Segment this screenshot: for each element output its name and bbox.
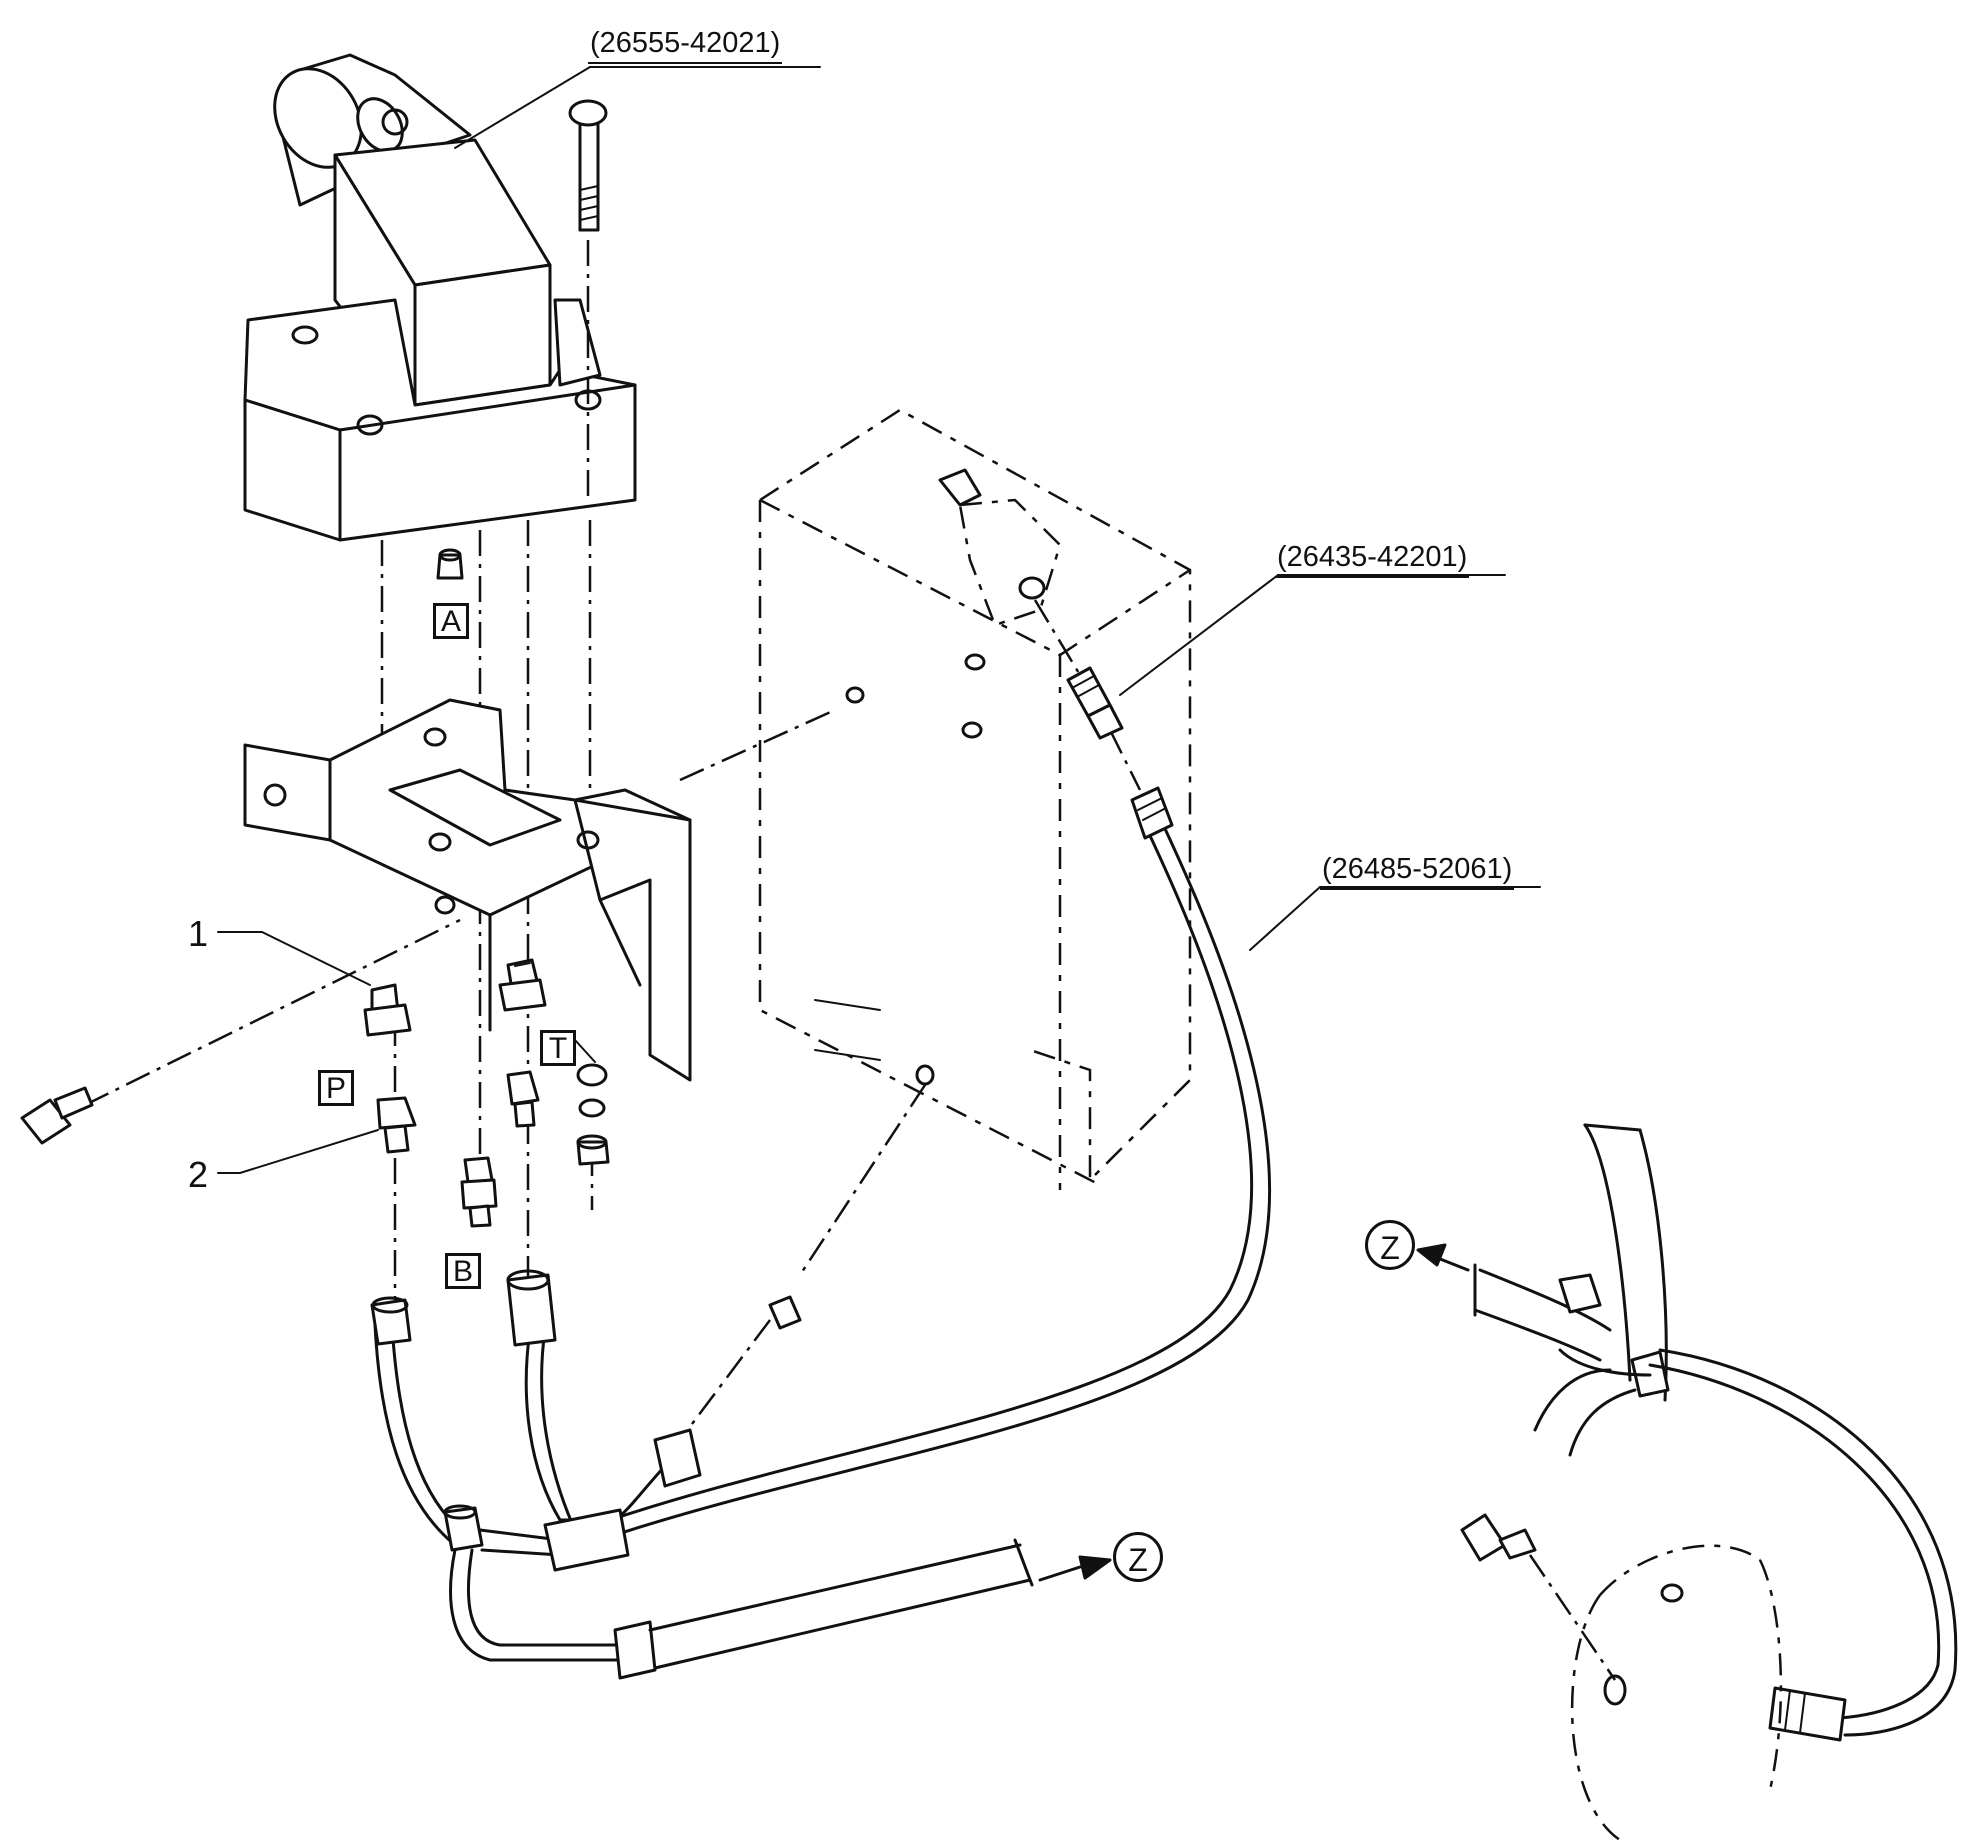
port-label-b: B [445, 1253, 481, 1289]
fitting-b-lower [460, 1156, 498, 1228]
port-label-p: P [318, 1070, 354, 1106]
tee-junction [443, 1504, 1034, 1680]
part-number-hose: (26485-52061) [1320, 852, 1515, 890]
leader-lines [217, 66, 1541, 1174]
part-number-adapter-fitting: (26435-42201) [1275, 540, 1470, 578]
fitting-1 [363, 983, 412, 1037]
detail-view [1460, 1123, 1958, 1842]
callout-item-2: 2 [188, 1154, 209, 1195]
plug-a [436, 548, 464, 580]
callout-item-1: 1 [188, 913, 209, 954]
view-mark-z-detail: Z [1365, 1220, 1415, 1270]
fitting-2 [376, 1096, 417, 1154]
return-hose [608, 786, 1271, 1537]
washer-nut-stack [576, 1063, 610, 1166]
fitting-t-side [498, 958, 547, 1012]
port-label-t: T [540, 1030, 576, 1066]
z-arrow-head-main [1078, 1555, 1112, 1580]
part-number-control-valve: (26555-42021) [588, 26, 783, 64]
tank [758, 408, 1192, 1190]
tank-adapter-fitting [1066, 666, 1124, 740]
mounting-bolt [568, 99, 608, 232]
control-valve [243, 53, 637, 542]
fitting-b-upper [506, 1070, 540, 1128]
mounting-bracket [243, 698, 692, 1082]
view-mark-z-main: Z [1113, 1532, 1163, 1582]
port-label-a: A [433, 603, 469, 639]
z-arrow-head-detail [1416, 1243, 1447, 1267]
z-arrow-line-main [1038, 1565, 1082, 1582]
side-bolt [20, 1086, 94, 1145]
